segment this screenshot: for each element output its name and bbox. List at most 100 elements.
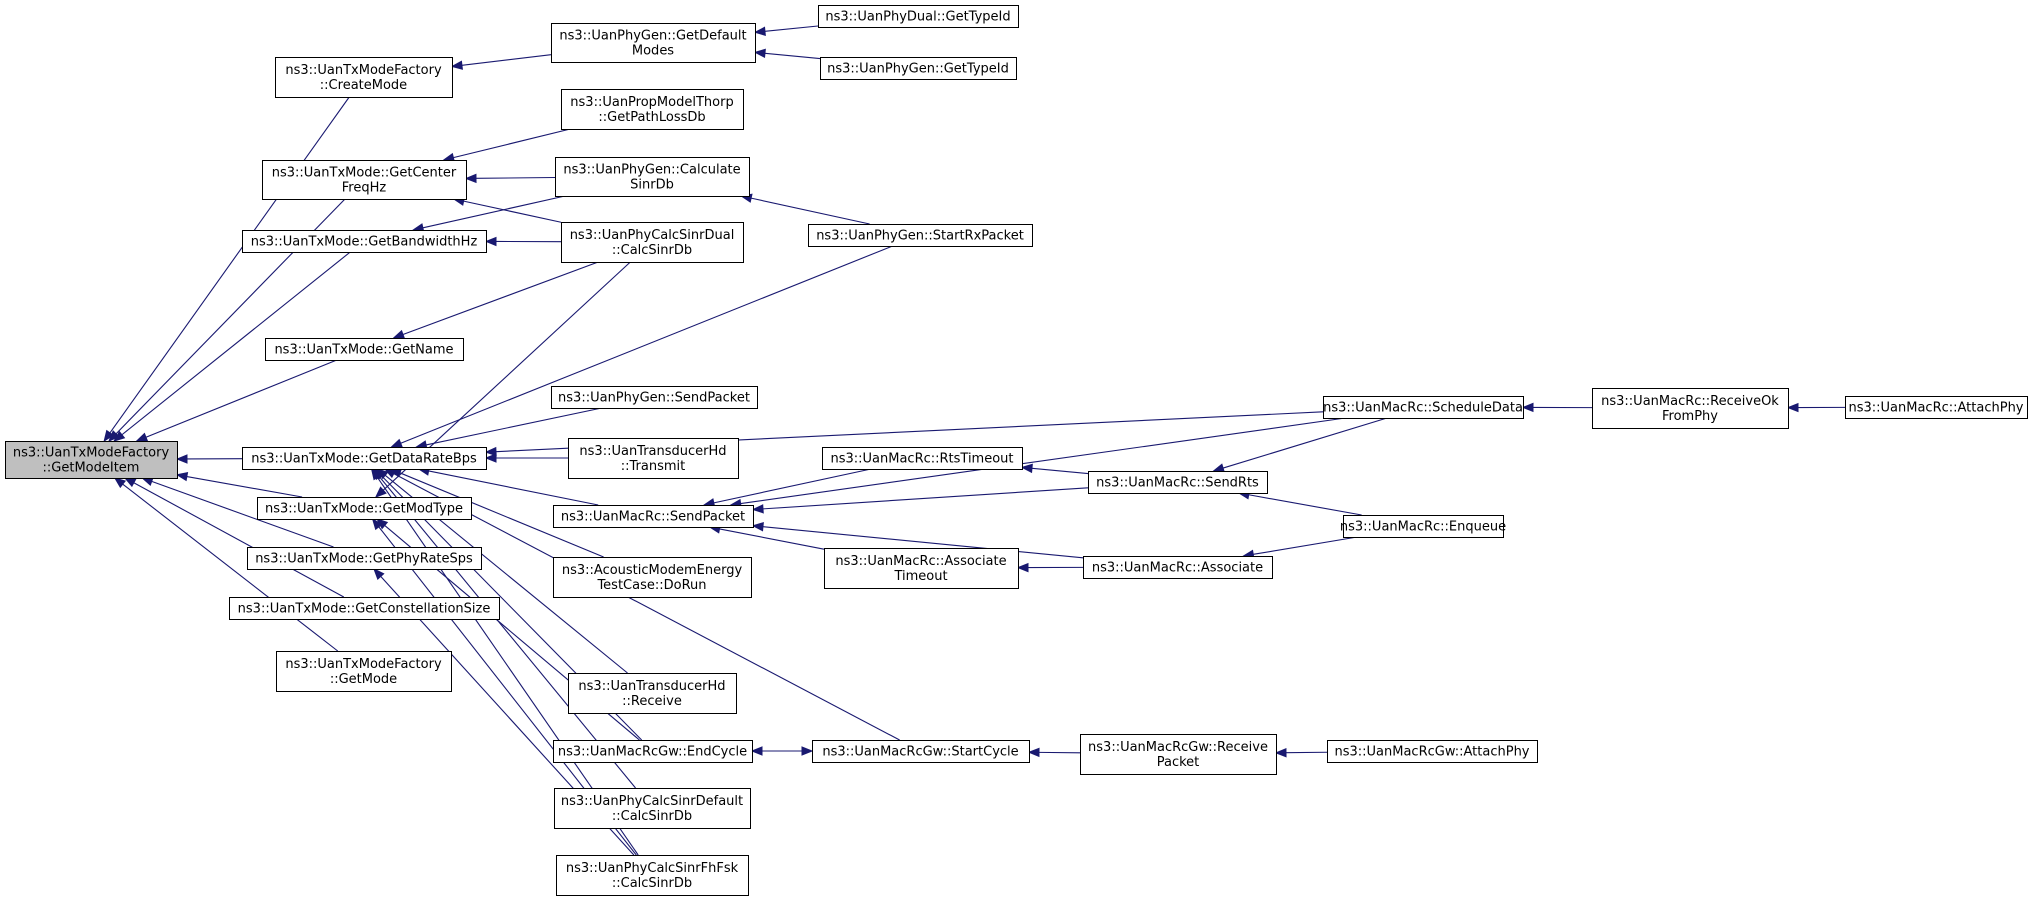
node-box [1083, 556, 1273, 579]
node-label: ns3::UanTxMode::GetDataRateBps [251, 452, 477, 467]
edge-pdti-to-gdm [753, 25, 819, 36]
node-ns3-uanmacrc-attachphy[interactable]: ns3::UanMacRc::AttachPhy [1845, 396, 2028, 419]
node-ns3-uanphydual-gettypeid[interactable]: ns3::UanPhyDual::GetTypeId [818, 5, 1019, 28]
node-label: ns3::UanPhyGen::Calculate [563, 163, 740, 178]
arrowhead [484, 453, 497, 463]
edge-fcreate-to-root [103, 96, 350, 443]
arrowhead [103, 429, 115, 443]
edge-pgti-to-gdm [753, 48, 821, 60]
node-ns3-uanmacrcgw-startcycle[interactable]: ns3::UanMacRcGw::StartCycle [812, 740, 1030, 763]
node-ns3-uantxmode-getdataratebps[interactable]: ns3::UanTxMode::GetDataRateBps [242, 447, 487, 470]
edge-mrok-to-msd [1521, 402, 1593, 413]
arrowhead [175, 454, 188, 464]
node-label: ::CalcSinrDb [612, 243, 692, 258]
node-label: ns3::UanTxMode::GetModType [265, 502, 463, 517]
node-ns3-uantxmode-getmodtype[interactable]: ns3::UanTxMode::GetModType [257, 497, 472, 520]
arrowhead [1274, 747, 1287, 758]
node-label: ::GetMode [330, 672, 397, 687]
node-ns3-uantxmodefactory-createmode[interactable]: ns3::UanTxModeFactory::CreateMode [275, 57, 453, 98]
node-box [553, 740, 753, 763]
edge-fgetmode-to-root [113, 477, 339, 652]
node-label: ns3::UanTxMode::GetConstellationSize [238, 602, 491, 617]
node-box [551, 386, 758, 409]
node-box [265, 338, 464, 361]
node-ns3-uanmacrcgw-endcycle[interactable]: ns3::UanMacRcGw::EndCycle [553, 740, 753, 763]
node-label: ns3::UanMacRc::Associate [835, 554, 1006, 569]
node-ns3-uanphygen-sendpacket[interactable]: ns3::UanPhyGen::SendPacket [551, 386, 758, 409]
node-box [554, 788, 751, 829]
arrowhead [450, 60, 463, 70]
node-label: ::Transmit [621, 459, 686, 474]
edge-msr-to-mrsp [751, 487, 1089, 514]
edge-gmt-to-root [175, 471, 303, 498]
node-label: ns3::UanMacRc::ReceiveOk [1601, 394, 1779, 409]
node-ns3-uanpropmodelthorp-getpathlossdb[interactable]: ns3::UanPropModelThorp::GetPathLossDb [561, 89, 744, 130]
node-label: ns3::UanMacRcGw::Receive [1088, 740, 1268, 755]
node-box [1845, 396, 2028, 419]
node-ns3-uanmacrc-rtstimeout[interactable]: ns3::UanMacRc::RtsTimeout [822, 447, 1023, 470]
node-box [820, 57, 1017, 80]
node-ns3-uanmacrcgw-attachphy[interactable]: ns3::UanMacRcGw::AttachPhy [1327, 740, 1538, 763]
node-box [275, 57, 453, 98]
node-box [1343, 515, 1504, 538]
edge-mat-to-mrsp [708, 524, 825, 550]
node-ns3-uanphygen-gettypeid[interactable]: ns3::UanPhyGen::GetTypeId [820, 57, 1017, 80]
node-label: ns3::UanPhyGen::GetTypeId [827, 62, 1009, 77]
node-ns3-uanmacrc-scheduledata[interactable]: ns3::UanMacRc::ScheduleData [1323, 396, 1524, 419]
node-box [551, 23, 756, 63]
node-ns3-uanphycalcsinrdefault-calcsinrdb[interactable]: ns3::UanPhyCalcSinrDefault::CalcSinrDb [554, 788, 751, 829]
node-label: ns3::UanPhyGen::StartRxPacket [816, 229, 1024, 244]
node-ns3-uantxmodefactory-getmode[interactable]: ns3::UanTxModeFactory::GetMode [276, 651, 452, 692]
node-label: ns3::UanTransducerHd [578, 679, 725, 694]
edge-gcs-to-root [123, 477, 345, 598]
node-ns3-uantxmode-getname[interactable]: ns3::UanTxMode::GetName [265, 338, 464, 361]
node-ns3-uanmacrc-sendrts[interactable]: ns3::UanMacRc::SendRts [1088, 471, 1268, 494]
node-label: ::Receive [622, 694, 682, 709]
node-ns3-uanmacrc-associate[interactable]: ns3::UanMacRc::Associate [1083, 556, 1273, 579]
node-box [818, 5, 1019, 28]
node-ns3-uantransducerhd-receive[interactable]: ns3::UanTransducerHd::Receive [568, 673, 737, 714]
arrowhead [464, 173, 477, 184]
node-label: ns3::UanTxModeFactory [285, 63, 442, 78]
node-label: SinrDb [630, 178, 674, 193]
arrowhead [1212, 463, 1225, 473]
node-label: ns3::UanTxModeFactory [13, 446, 170, 461]
node-box [561, 89, 744, 130]
node-box [257, 497, 472, 520]
node-label: ns3::UanTxMode::GetCenter [272, 166, 457, 181]
arrowhead [123, 477, 137, 488]
node-ns3-uanphycalcsinrfhfsk-calcsinrdb[interactable]: ns3::UanPhyCalcSinrFhFsk::CalcSinrDb [556, 855, 749, 896]
edge-mgap-to-mgrp [1274, 747, 1328, 758]
node-ns3-uanmacrc-enqueue[interactable]: ns3::UanMacRc::Enqueue [1340, 515, 1506, 538]
node-ns3-uantxmode-getbandwidthhz[interactable]: ns3::UanTxMode::GetBandwidthHz [242, 230, 487, 253]
node-ns3-uantxmodefactory-getmodeitem[interactable]: ns3::UanTxModeFactory::GetModeItem [5, 441, 178, 479]
node-label: ::GetPathLossDb [598, 110, 705, 125]
node-ns3-uantransducerhd-transmit[interactable]: ns3::UanTransducerHd::Transmit [568, 438, 739, 479]
node-label: ns3::UanMacRc::SendRts [1096, 476, 1259, 491]
arrowhead [1016, 562, 1029, 573]
arrowhead [753, 26, 766, 36]
node-ns3-uanmacrc-sendpacket[interactable]: ns3::UanMacRc::SendPacket [553, 505, 754, 528]
node-label: ns3::UanTransducerHd [579, 444, 726, 459]
node-ns3-uantxmode-getconstellationsize[interactable]: ns3::UanTxMode::GetConstellationSize [229, 597, 500, 620]
node-box [553, 557, 752, 598]
node-label: ns3::UanTxMode::GetPhyRateSps [255, 552, 473, 567]
node-label: ns3::UanMacRc::Associate [1092, 561, 1263, 576]
edge-ppmt-to-gcf [442, 128, 571, 163]
node-label: Packet [1157, 755, 1200, 770]
node-ns3-uanphycalcsinrdual-calcsinrdb[interactable]: ns3::UanPhyCalcSinrDual::CalcSinrDb [561, 222, 744, 263]
edge-pcsd-to-gbw [484, 236, 562, 247]
arrowhead [370, 467, 382, 481]
node-ns3-uantxmode-getphyratesps[interactable]: ns3::UanTxMode::GetPhyRateSps [247, 547, 482, 570]
arrowhead [484, 446, 497, 457]
arrowhead [801, 746, 814, 756]
node-label: ::CreateMode [320, 78, 407, 93]
node-ns3-uanphygen-startrxpacket[interactable]: ns3::UanPhyGen::StartRxPacket [808, 224, 1033, 247]
